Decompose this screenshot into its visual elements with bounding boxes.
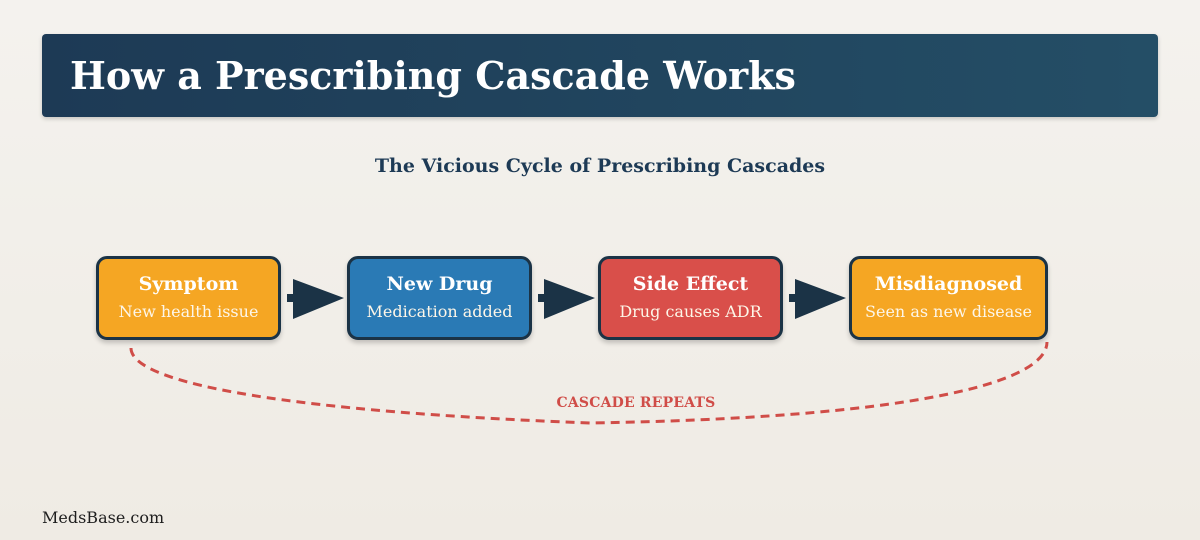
arrow-shaft-3 <box>789 294 797 302</box>
step-title: Misdiagnosed <box>874 273 1023 295</box>
step-title: New Drug <box>386 273 493 295</box>
step-description: New health issue <box>118 302 259 321</box>
step-description: Seen as new disease <box>865 302 1032 321</box>
step-misdiagnosed: Misdiagnosed Seen as new disease <box>849 256 1048 340</box>
footer-brand: MedsBase.com <box>42 508 165 527</box>
arrow-head-1 <box>293 279 344 319</box>
cascade-loop-path <box>129 341 1049 425</box>
step-title: Side Effect <box>632 273 749 295</box>
arrow-head-2 <box>544 279 595 319</box>
arrow-shaft-2 <box>538 294 546 302</box>
diagram-subtitle: The Vicious Cycle of Prescribing Cascade… <box>374 155 826 177</box>
step-title: Symptom <box>138 273 239 295</box>
step-description: Medication added <box>366 302 513 321</box>
arrow-shaft-1 <box>287 294 295 302</box>
step-new-drug: New Drug Medication added <box>347 256 532 340</box>
cascade-repeats-label: CASCADE REPEATS <box>556 395 716 411</box>
title-banner: How a Prescribing Cascade Works <box>42 34 1158 117</box>
step-side-effect: Side Effect Drug causes ADR <box>598 256 783 340</box>
arrow-head-3 <box>795 279 846 319</box>
page-title: How a Prescribing Cascade Works <box>70 53 796 98</box>
step-symptom: Symptom New health issue <box>96 256 281 340</box>
step-description: Drug causes ADR <box>619 302 762 321</box>
